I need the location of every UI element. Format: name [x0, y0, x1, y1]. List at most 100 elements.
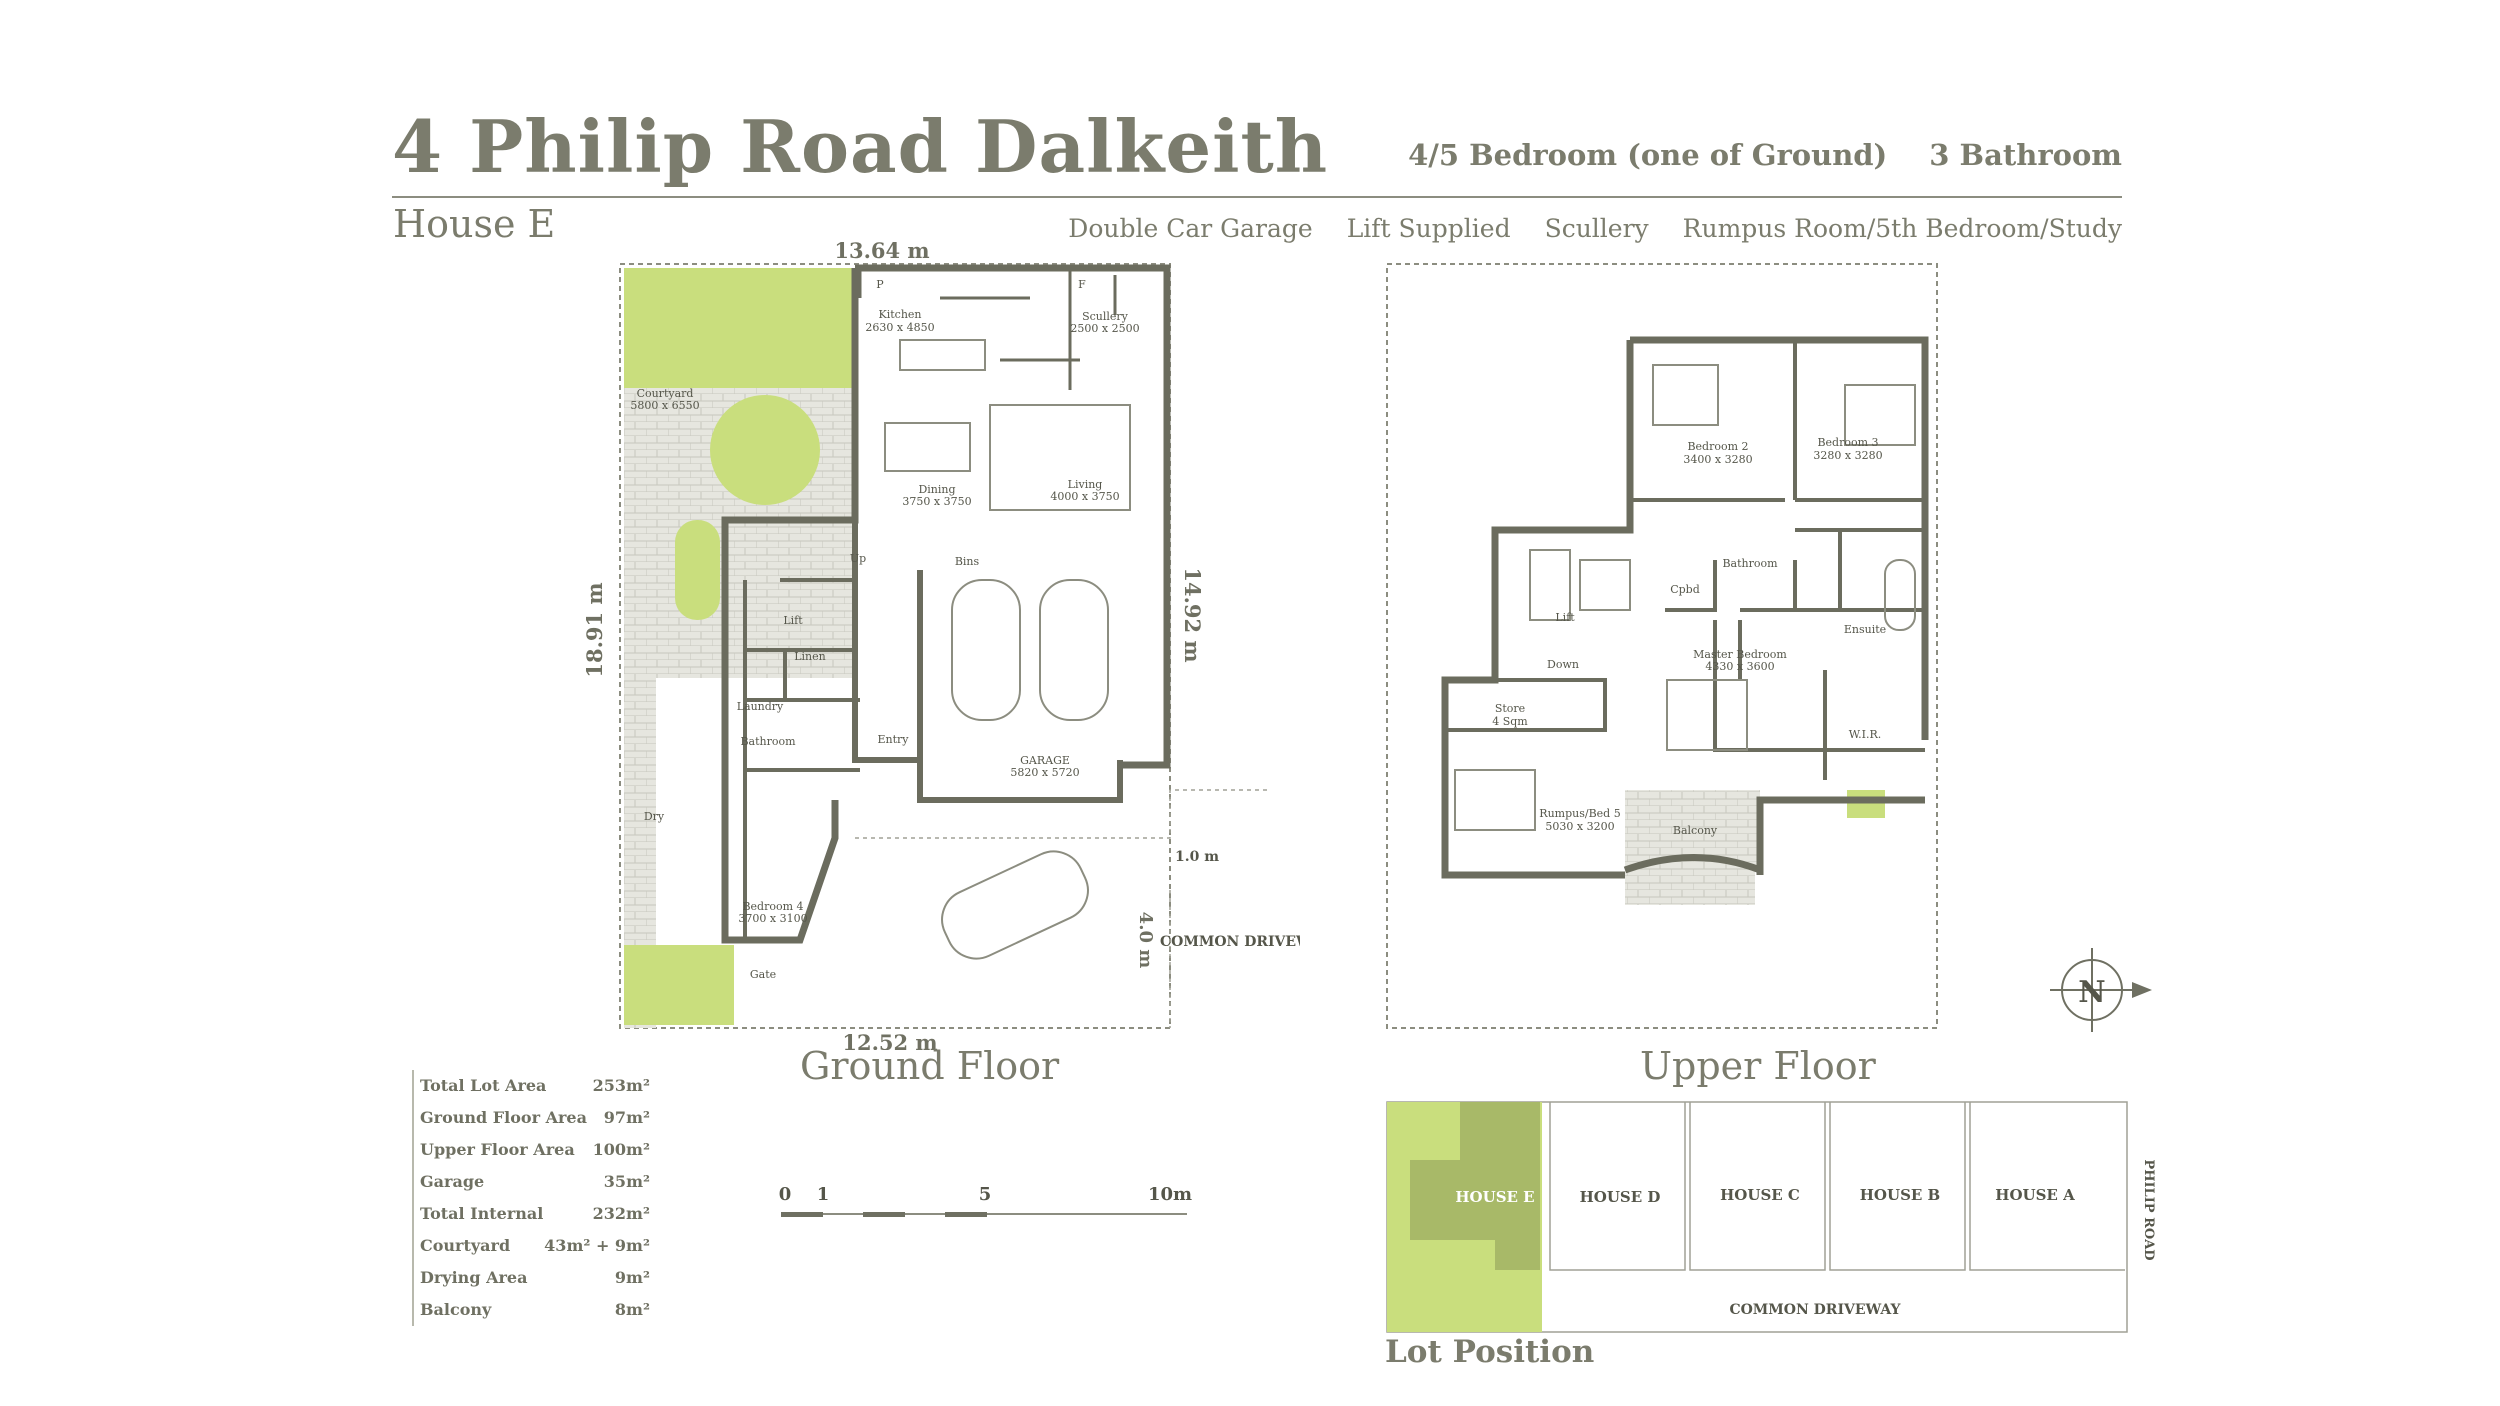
room-label: Lift: [1555, 611, 1575, 624]
scale-bar: 0 1 5 10m: [779, 1184, 1192, 1217]
dim-width-bottom: 12.52 m: [842, 1030, 937, 1050]
upper-floor-plan: Bedroom 2 3400 x 3280 Bedroom 3 3280 x 3…: [1386, 263, 1938, 1029]
room-size: 3280 x 3280: [1813, 449, 1882, 462]
dim-width-top: 13.64 m: [834, 240, 929, 263]
ground-floor-plan: Kitchen 2630 x 4850 Scullery 2500 x 2500…: [582, 240, 1300, 1050]
room-label: Down: [1547, 658, 1579, 671]
svg-text:1: 1: [817, 1184, 830, 1205]
title-divider: [392, 196, 2122, 198]
planter: [675, 520, 720, 620]
driveway-label: COMMON DRIVEWAY: [1729, 1302, 1901, 1318]
room-label: Courtyard: [637, 387, 694, 400]
room-label: Balcony: [1673, 824, 1718, 837]
room-label: Up: [850, 552, 866, 565]
room-label: Bedroom 4: [742, 900, 803, 913]
room-label: Bedroom 2: [1687, 440, 1748, 453]
room-size: 4330 x 3600: [1705, 660, 1774, 673]
house-label: House E: [393, 202, 556, 246]
room-label: Lift: [783, 614, 803, 627]
feature-item: Double Car Garage: [1068, 214, 1313, 243]
feature-item: Rumpus Room/5th Bedroom/Study: [1682, 214, 2122, 243]
summary-line: 4/5 Bedroom (one of Ground) 3 Bathroom: [1408, 138, 2122, 172]
room-label: Dry: [644, 810, 665, 823]
stair: [1529, 549, 1571, 621]
svg-text:10m: 10m: [1148, 1184, 1192, 1205]
room-size: 5800 x 6550: [630, 399, 699, 412]
dim-depth-left: 18.91 m: [582, 582, 607, 677]
svg-text:0: 0: [779, 1184, 792, 1205]
dim-driveway: 4.0 m: [1135, 912, 1156, 969]
north-label: N: [2078, 975, 2105, 1010]
room-label: Laundry: [737, 700, 784, 713]
room-size: 3750 x 3750: [902, 495, 971, 508]
ground-floor-title: Ground Floor: [800, 1044, 1060, 1088]
room-label: GARAGE: [1020, 754, 1070, 767]
room-label: W.I.R.: [1849, 728, 1882, 741]
room-size: 3700 x 3100: [738, 912, 807, 925]
room-size: 3400 x 3280: [1683, 453, 1752, 466]
upper-floor-title: Upper Floor: [1640, 1044, 1876, 1088]
room-label: Bathroom: [740, 735, 796, 748]
dining-table: [884, 422, 971, 472]
lot-label: HOUSE B: [1860, 1186, 1941, 1204]
driveway-label: COMMON DRIVEWAY: [1160, 934, 1300, 950]
pantry-label: P: [876, 278, 884, 291]
bedroom-count: 4/5 Bedroom (one of Ground): [1408, 138, 1888, 172]
lot-position-title: Lot Position: [1385, 1334, 1595, 1370]
lot-label: HOUSE A: [1995, 1186, 2075, 1204]
garden-bed: [624, 268, 854, 388]
page-title: 4 Philip Road Dalkeith: [392, 104, 1329, 189]
room-size: 4000 x 3750: [1050, 490, 1119, 503]
feature-item: Lift Supplied: [1346, 214, 1511, 243]
lot-label: HOUSE C: [1720, 1186, 1800, 1204]
front-garden: [624, 945, 734, 1025]
svg-text:5: 5: [979, 1184, 992, 1205]
sofa: [989, 404, 1131, 511]
room-label: Master Bedroom: [1693, 648, 1787, 661]
feature-list: Double Car Garage Lift Supplied Scullery Ru…: [1068, 214, 2122, 243]
room-label: Kitchen: [879, 308, 922, 321]
lot-boundary: [1386, 263, 1938, 1029]
room-size: 2500 x 2500: [1070, 322, 1139, 335]
neighbour-lots: [1549, 1102, 2125, 1271]
room-label: Bathroom: [1722, 557, 1778, 570]
room-label: Store: [1495, 702, 1525, 715]
feature-item: Scullery: [1544, 214, 1649, 243]
room-label: Entry: [877, 733, 909, 746]
room-label: Gate: [750, 968, 776, 981]
garage-cars: [941, 579, 1109, 960]
room-label: Linen: [794, 650, 826, 663]
lift-shaft: [1579, 559, 1631, 611]
room-label: Cpbd: [1670, 583, 1700, 596]
room-size: 5820 x 5720: [1010, 766, 1079, 779]
room-label: Scullery: [1082, 310, 1129, 323]
room-label: Rumpus/Bed 5: [1539, 807, 1620, 820]
north-arrow-icon: N: [2050, 948, 2152, 1032]
room-label: Bedroom 3: [1817, 436, 1878, 449]
room-label: Bins: [955, 555, 980, 568]
lot-label: HOUSE E: [1455, 1188, 1534, 1206]
bathroom-count: 3 Bathroom: [1929, 138, 2122, 172]
room-size: 5030 x 3200: [1545, 820, 1614, 833]
beds: [1454, 364, 1916, 831]
fridge-label: F: [1078, 278, 1086, 291]
lot-position-map: HOUSE E HOUSE D HOUSE C HOUSE B HOUSE A …: [1386, 1101, 2156, 1333]
courtyard-lawn: [710, 395, 820, 505]
road-label: PHILIP ROAD: [2141, 1159, 2156, 1260]
house-e-footprint: [1410, 1102, 1540, 1270]
room-label: Ensuite: [1844, 623, 1886, 636]
room-label: Living: [1068, 478, 1103, 491]
dim-setback: 1.0 m: [1175, 849, 1219, 865]
dim-depth-right: 14.92 m: [1180, 567, 1205, 662]
room-size: 4 Sqm: [1492, 715, 1528, 728]
room-label: Dining: [918, 483, 955, 496]
